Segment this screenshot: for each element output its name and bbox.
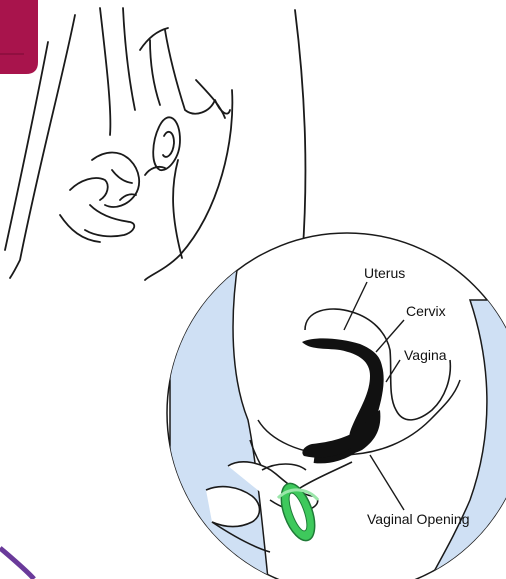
vaginal-opening-label: Vaginal Opening xyxy=(367,511,469,527)
cutaway-circle: Uterus Cervix Vagina Vaginal Opening xyxy=(167,233,506,579)
uterus-label: Uterus xyxy=(364,265,405,281)
top-hand-illustration xyxy=(5,8,305,285)
cervix-label: Cervix xyxy=(406,303,446,319)
vagina-label: Vagina xyxy=(404,347,447,363)
corner-arc-decoration xyxy=(0,548,34,579)
step-tab xyxy=(0,0,38,74)
